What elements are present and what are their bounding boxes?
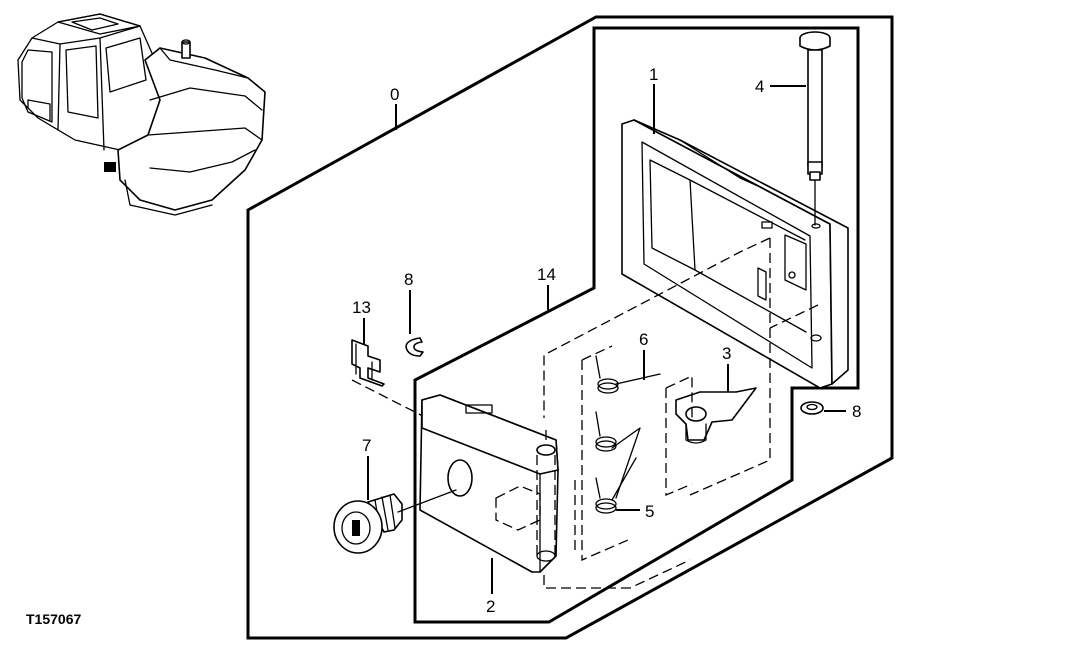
callout-2: 2 bbox=[486, 597, 495, 616]
assembly-outline-0 bbox=[246, 15, 894, 640]
callout-4: 4 bbox=[755, 77, 764, 96]
latch-icon bbox=[675, 387, 757, 444]
callout-3: 3 bbox=[722, 344, 731, 363]
lock-bracket-icon bbox=[419, 394, 691, 589]
callout-5: 5 bbox=[645, 502, 654, 521]
callout-8-left: 8 bbox=[404, 270, 413, 289]
callout-14: 14 bbox=[537, 265, 556, 284]
spring-icon-5 bbox=[595, 457, 637, 514]
callout-8-right: 8 bbox=[852, 402, 861, 421]
callout-1: 1 bbox=[649, 65, 658, 84]
key-cylinder-icon bbox=[333, 489, 457, 554]
spring-icon-6 bbox=[595, 355, 661, 394]
callout-13: 13 bbox=[352, 298, 371, 317]
clip-icon-left bbox=[405, 337, 424, 357]
clip-icon-right bbox=[800, 401, 824, 415]
figure-id: T157067 bbox=[26, 611, 81, 627]
spring-icon-middle bbox=[595, 411, 641, 499]
excavator-cab-icon bbox=[17, 13, 266, 216]
handle-bracket-icon bbox=[621, 119, 849, 389]
assembly-outline-14 bbox=[413, 26, 860, 624]
pin-icon bbox=[799, 31, 831, 226]
callout-6: 6 bbox=[639, 330, 648, 349]
callout-7: 7 bbox=[362, 436, 371, 455]
spring-plate-icon bbox=[351, 339, 385, 387]
callout-0: 0 bbox=[390, 85, 399, 104]
